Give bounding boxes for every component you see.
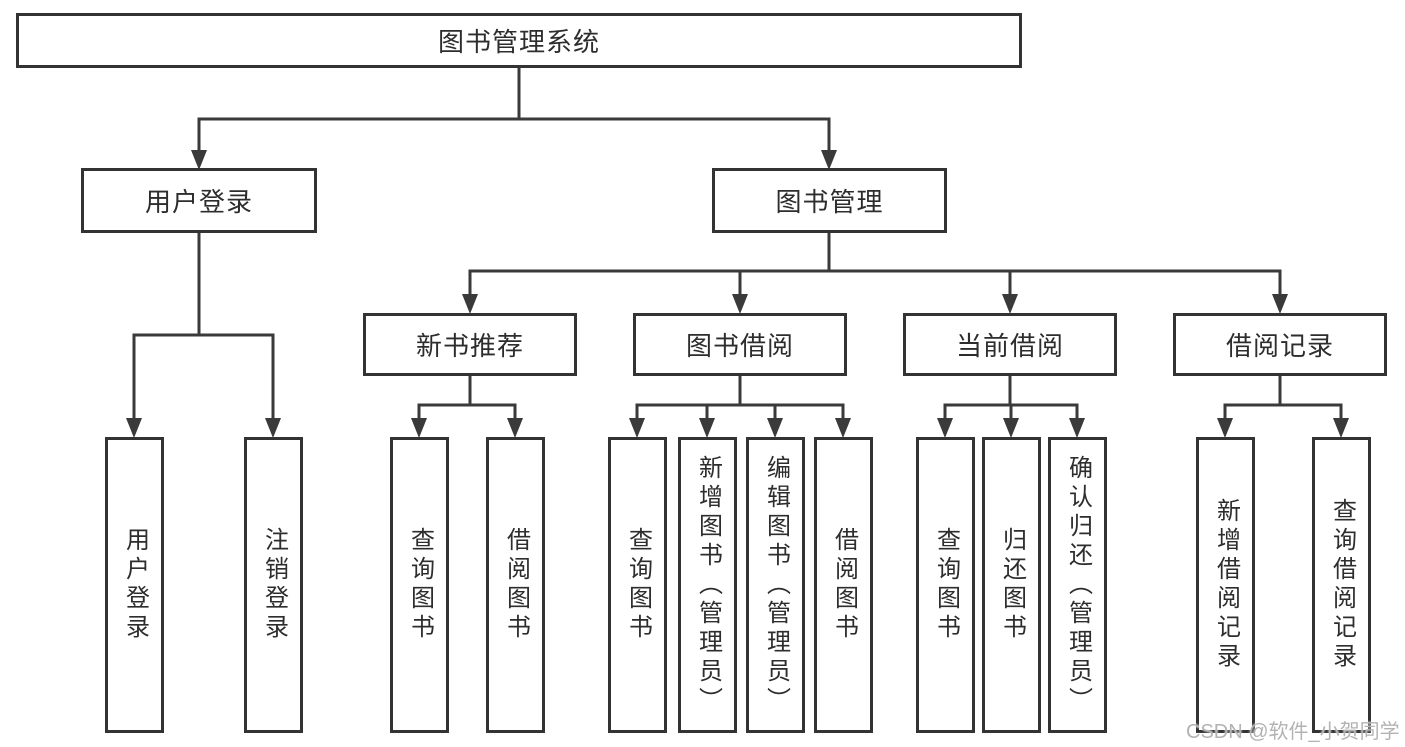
leaf-logout-label: 注销登录 — [260, 527, 288, 643]
connector-book-borrow-to-leaves — [629, 376, 851, 438]
node-user-login-label: 用户登录 — [144, 187, 253, 217]
leaf-user-login: 用户登录 — [105, 437, 164, 733]
leaf-logout: 注销登录 — [244, 437, 303, 733]
node-current-borrow: 当前借阅 — [903, 313, 1117, 376]
leaf-query-book-1-label: 查询图书 — [406, 527, 434, 643]
node-root-label: 图书管理系统 — [437, 27, 600, 57]
leaf-add-borrow-record-label: 新增借阅记录 — [1212, 498, 1240, 672]
node-borrow-record: 借阅记录 — [1173, 313, 1387, 376]
leaf-query-book-3: 查询图书 — [916, 437, 975, 733]
node-new-book-recommend-label: 新书推荐 — [415, 331, 524, 361]
csdn-watermark: CSDN @软件_小贺同学 — [1186, 721, 1400, 743]
leaf-return-book-label: 归还图书 — [998, 527, 1026, 643]
leaf-query-book-2: 查询图书 — [608, 437, 667, 733]
leaf-add-book-admin-label: 新增图书（管理员） — [694, 454, 722, 716]
connector-current-borrow-to-leaves — [937, 376, 1085, 438]
leaf-borrow-book-2-label: 借阅图书 — [830, 527, 858, 643]
connector-new-book-to-leaves — [411, 376, 523, 438]
leaf-query-book-2-label: 查询图书 — [624, 527, 652, 643]
leaf-edit-book-admin: 编辑图书（管理员） — [746, 437, 805, 733]
leaf-return-book: 归还图书 — [982, 437, 1041, 733]
leaf-borrow-book-1-label: 借阅图书 — [502, 527, 530, 643]
leaf-query-borrow-record: 查询借阅记录 — [1312, 437, 1371, 733]
connector-root-to-level2 — [191, 66, 837, 170]
node-book-borrow: 图书借阅 — [633, 313, 847, 376]
node-user-login: 用户登录 — [81, 168, 317, 233]
leaf-borrow-book-1: 借阅图书 — [486, 437, 545, 733]
node-root: 图书管理系统 — [16, 13, 1022, 68]
leaf-edit-book-admin-label: 编辑图书（管理员） — [762, 454, 790, 716]
node-borrow-record-label: 借阅记录 — [1225, 331, 1334, 361]
connector-user-login-to-leaves — [126, 233, 281, 438]
leaf-add-book-admin: 新增图书（管理员） — [678, 437, 737, 733]
node-new-book-recommend: 新书推荐 — [363, 313, 577, 376]
node-book-mgmt: 图书管理 — [712, 168, 947, 233]
connector-book-mgmt-to-level3 — [462, 233, 1288, 314]
leaf-query-borrow-record-label: 查询借阅记录 — [1328, 498, 1356, 672]
leaf-add-borrow-record: 新增借阅记录 — [1196, 437, 1255, 733]
node-book-mgmt-label: 图书管理 — [775, 187, 884, 217]
leaf-query-book-3-label: 查询图书 — [932, 527, 960, 643]
leaf-borrow-book-2: 借阅图书 — [814, 437, 873, 733]
leaf-confirm-return-admin: 确认归还（管理员） — [1048, 437, 1107, 733]
leaf-user-login-label: 用户登录 — [121, 527, 149, 643]
leaf-confirm-return-admin-label: 确认归还（管理员） — [1064, 454, 1092, 716]
leaf-query-book-1: 查询图书 — [390, 437, 449, 733]
node-current-borrow-label: 当前借阅 — [955, 331, 1064, 361]
connector-borrow-record-to-leaves — [1217, 376, 1349, 438]
node-book-borrow-label: 图书借阅 — [685, 331, 794, 361]
